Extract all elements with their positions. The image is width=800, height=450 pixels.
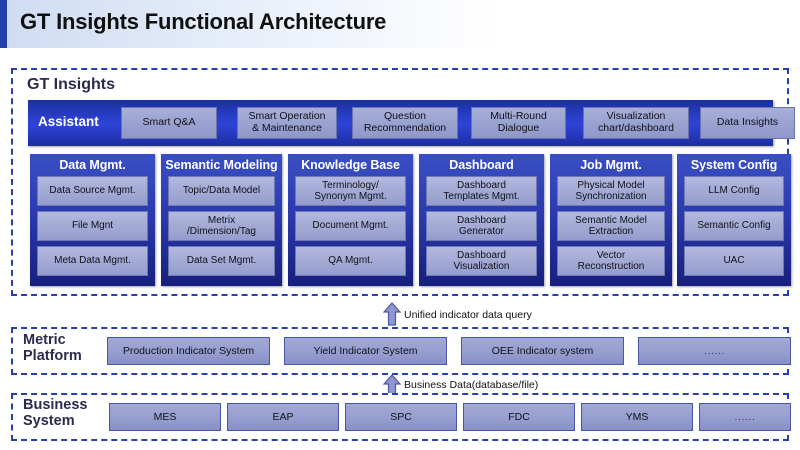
- business-system-chip[interactable]: SPC: [345, 403, 457, 431]
- business-system-chip[interactable]: EAP: [227, 403, 339, 431]
- assistant-layer-title: Assistant: [38, 114, 99, 129]
- page-header: GT Insights Functional Architecture: [0, 0, 800, 48]
- metric-indicator-chip[interactable]: Yield Indicator System: [284, 337, 447, 365]
- assistant-chip[interactable]: Smart Q&A: [121, 107, 217, 139]
- metric-indicator-chip[interactable]: Production Indicator System: [107, 337, 270, 365]
- capability-column-title: Job Mgmt.: [580, 158, 642, 172]
- capability-item[interactable]: LLM Config: [684, 176, 784, 206]
- gt-insights-label: GT Insights: [27, 76, 115, 93]
- capability-item[interactable]: Semantic Config: [684, 211, 784, 241]
- capability-item[interactable]: Data Source Mgmt.: [37, 176, 148, 206]
- assistant-chip[interactable]: Smart Operation& Maintenance: [237, 107, 337, 139]
- capability-item[interactable]: Document Mgmt.: [295, 211, 406, 241]
- business-data-flow-label: Business Data(database/file): [404, 379, 539, 391]
- page-title: GT Insights Functional Architecture: [20, 9, 387, 34]
- capability-item[interactable]: File Mgnt: [37, 211, 148, 241]
- capability-column-title: Knowledge Base: [301, 158, 400, 172]
- capability-item[interactable]: Terminology/Synonym Mgmt.: [295, 176, 406, 206]
- capability-column-title: System Config: [690, 158, 778, 172]
- up-arrow-icon: [383, 302, 401, 326]
- capability-column-title: Dashboard: [449, 158, 514, 172]
- capability-item[interactable]: Data Set Mgmt.: [168, 246, 275, 276]
- capability-item[interactable]: UAC: [684, 246, 784, 276]
- gt-insights-section: GT Insights Assistant Smart Q&A Smart Ope…: [11, 68, 795, 296]
- assistant-layer: Assistant Smart Q&A Smart Operation& Main…: [28, 100, 795, 146]
- capability-item[interactable]: Topic/Data Model: [168, 176, 275, 206]
- assistant-chip[interactable]: Data Insights: [700, 107, 795, 139]
- metric-indicator-chip[interactable]: OEE Indicator system: [461, 337, 624, 365]
- capability-item[interactable]: Metrix/Dimension/Tag: [168, 211, 275, 241]
- capability-item[interactable]: QA Mgmt.: [295, 246, 406, 276]
- metric-indicator-chip[interactable]: ......: [638, 337, 791, 365]
- business-system-chip[interactable]: ......: [699, 403, 791, 431]
- business-system-chip[interactable]: FDC: [463, 403, 575, 431]
- business-system-chip[interactable]: MES: [109, 403, 221, 431]
- capability-item[interactable]: Meta Data Mgmt.: [37, 246, 148, 276]
- capability-column-title: Semantic Modeling: [165, 158, 278, 172]
- capability-column-title: Data Mgmt.: [59, 158, 126, 172]
- business-system-chip[interactable]: YMS: [581, 403, 693, 431]
- unified-query-flow-label: Unified indicator data query: [404, 309, 532, 321]
